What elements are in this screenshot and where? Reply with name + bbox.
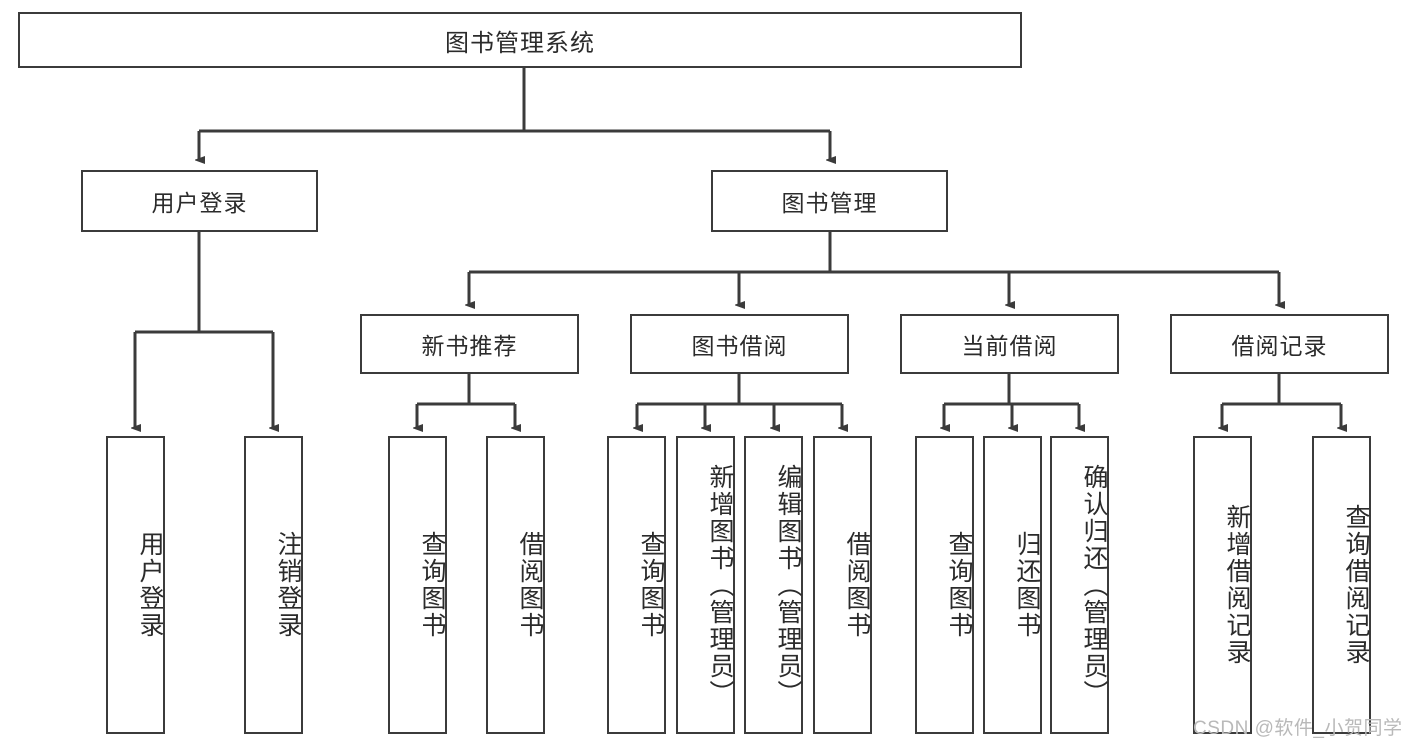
watermark: CSDN @软件_小贺同学 (1193, 718, 1403, 739)
node-current-borrow[interactable]: 当前借阅 (900, 314, 1119, 374)
node-book-management-label: 图书管理 (781, 190, 878, 216)
node-leaf-borrow-book-2[interactable]: 借阅图书 (813, 436, 872, 734)
node-leaf-add-record[interactable]: 新增借阅记录 (1193, 436, 1252, 734)
node-book-management[interactable]: 图书管理 (711, 170, 948, 232)
node-leaf-add-book-label: 新增图书（管理员） (706, 463, 734, 707)
node-leaf-query-book-1[interactable]: 查询图书 (388, 436, 447, 734)
node-new-book-recommend-label: 新书推荐 (421, 333, 518, 359)
node-user-login[interactable]: 用户登录 (81, 170, 318, 232)
node-leaf-user-login[interactable]: 用户登录 (106, 436, 165, 734)
node-book-borrow-label: 图书借阅 (691, 333, 788, 359)
node-borrow-record[interactable]: 借阅记录 (1170, 314, 1389, 374)
node-root[interactable]: 图书管理系统 (18, 12, 1022, 68)
node-user-login-label: 用户登录 (151, 190, 248, 216)
node-leaf-confirm-return-label: 确认归还（管理员） (1080, 463, 1108, 707)
node-leaf-confirm-return[interactable]: 确认归还（管理员） (1050, 436, 1109, 734)
node-leaf-query-book-3[interactable]: 查询图书 (915, 436, 974, 734)
node-book-borrow[interactable]: 图书借阅 (630, 314, 849, 374)
node-leaf-query-record-label: 查询借阅记录 (1342, 504, 1370, 666)
node-borrow-record-label: 借阅记录 (1231, 333, 1328, 359)
node-new-book-recommend[interactable]: 新书推荐 (360, 314, 579, 374)
node-leaf-query-book-3-label: 查询图书 (945, 531, 973, 639)
node-leaf-query-book-2-label: 查询图书 (637, 531, 665, 639)
node-leaf-borrow-book-1[interactable]: 借阅图书 (486, 436, 545, 734)
node-leaf-query-book-2[interactable]: 查询图书 (607, 436, 666, 734)
node-leaf-user-logout[interactable]: 注销登录 (244, 436, 303, 734)
node-leaf-query-record[interactable]: 查询借阅记录 (1312, 436, 1371, 734)
node-leaf-return-book[interactable]: 归还图书 (983, 436, 1042, 734)
node-leaf-query-book-1-label: 查询图书 (418, 531, 446, 639)
node-root-label: 图书管理系统 (445, 29, 595, 57)
node-leaf-borrow-book-1-label: 借阅图书 (516, 531, 544, 639)
node-current-borrow-label: 当前借阅 (961, 333, 1058, 359)
node-leaf-add-book[interactable]: 新增图书（管理员） (676, 436, 735, 734)
node-leaf-add-record-label: 新增借阅记录 (1223, 504, 1251, 666)
node-leaf-borrow-book-2-label: 借阅图书 (843, 531, 871, 639)
node-leaf-return-book-label: 归还图书 (1013, 531, 1041, 639)
node-leaf-user-logout-label: 注销登录 (274, 531, 302, 639)
node-leaf-edit-book[interactable]: 编辑图书（管理员） (744, 436, 803, 734)
node-leaf-edit-book-label: 编辑图书（管理员） (774, 463, 802, 707)
node-leaf-user-login-label: 用户登录 (136, 531, 164, 639)
